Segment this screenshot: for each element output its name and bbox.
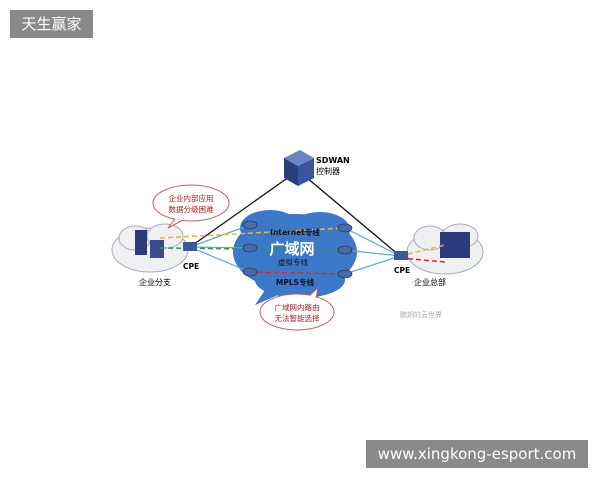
site-url-badge: www.xingkong-esport.com bbox=[366, 440, 588, 468]
hq-label: 企业总部 bbox=[414, 277, 446, 287]
server-icon bbox=[150, 240, 164, 258]
hq-cpe-label: CPE bbox=[394, 266, 410, 275]
router-icons bbox=[242, 220, 353, 279]
virtual-label: 虚拟专线 bbox=[278, 257, 308, 267]
svg-text:无法智能选择: 无法智能选择 bbox=[275, 313, 320, 323]
wan-links bbox=[189, 224, 401, 275]
bubble-bottom: 广域网内路由 无法智能选择 bbox=[259, 286, 335, 331]
controller-label: SDWAN bbox=[316, 156, 350, 165]
controller-cube-icon bbox=[284, 150, 314, 186]
svg-text:广域网内路由: 广域网内路由 bbox=[275, 302, 320, 312]
wan-title: 广域网 bbox=[269, 240, 314, 258]
control-link-left bbox=[189, 171, 297, 248]
datacenter-icon bbox=[440, 232, 470, 258]
site-badge: 天生赢家 bbox=[10, 10, 93, 38]
controller-label: 控制器 bbox=[316, 166, 340, 176]
watermark: 鹏炯的云世界 bbox=[400, 310, 442, 319]
svg-text:数据分级困难: 数据分级困难 bbox=[169, 204, 214, 214]
branch-label: 企业分支 bbox=[139, 277, 171, 287]
internet-label: Internet专线 bbox=[270, 227, 320, 237]
mpls-label: MPLS专线 bbox=[276, 277, 315, 287]
control-link-right bbox=[299, 171, 401, 257]
branch-cpe-label: CPE bbox=[183, 262, 199, 271]
branch-cloud bbox=[111, 223, 189, 273]
svg-text:企业内部应用: 企业内部应用 bbox=[169, 193, 214, 203]
hq-cloud bbox=[406, 223, 484, 275]
cpe-switch-icon bbox=[394, 251, 408, 260]
cpe-switch-icon bbox=[183, 242, 197, 251]
bubble-left: 企业内部应用 数据分级困难 bbox=[152, 184, 230, 229]
internet-path bbox=[159, 227, 346, 239]
server-icon bbox=[135, 230, 147, 255]
